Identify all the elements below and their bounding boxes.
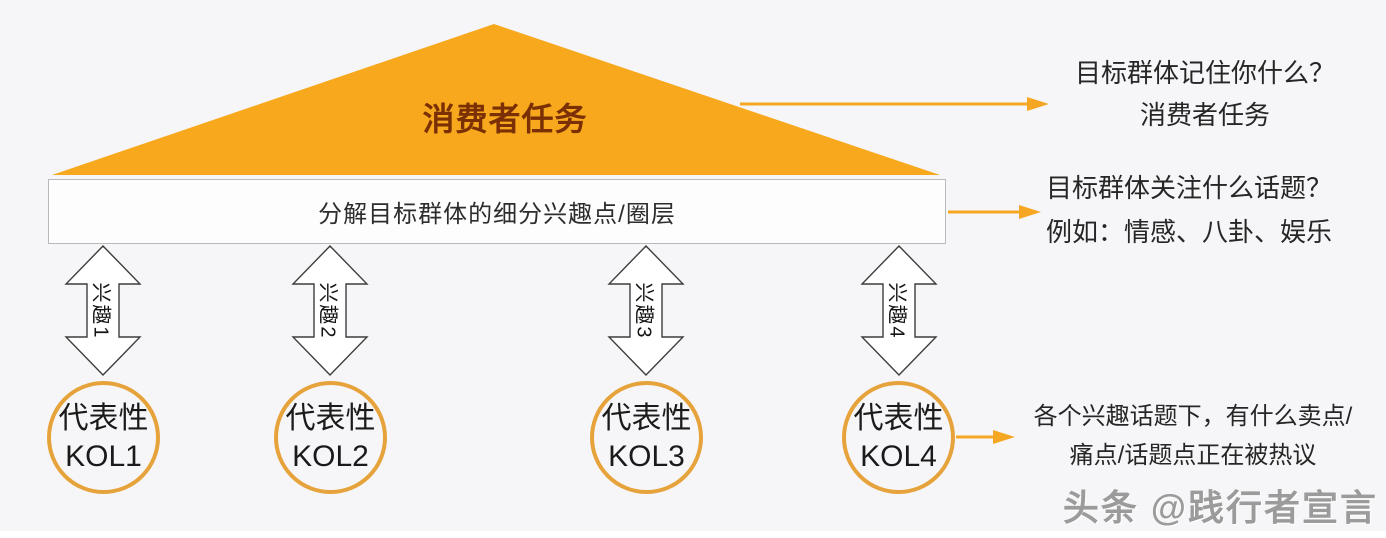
double-arrow-icon	[64, 244, 142, 377]
interest-arrow-4: 兴趣4	[859, 244, 939, 377]
bottom-edge-strip	[0, 531, 1386, 538]
double-arrow-icon	[291, 244, 369, 377]
kol-label-line2: KOL1	[65, 439, 142, 473]
kol-label-line2: KOL4	[860, 439, 937, 473]
kol-label-line1: 代表性	[285, 401, 376, 435]
interest-arrow-label: 兴趣2	[316, 281, 339, 340]
interest-arrow-3: 兴趣3	[606, 244, 686, 377]
kol-label-line2: KOL2	[292, 439, 369, 473]
annotation-consumer-task: 目标群体记住你什么？ 消费者任务	[1040, 52, 1370, 136]
annotation-line: 各个兴趣话题下，有什么卖点/	[1033, 403, 1353, 430]
connector-arrow-kol-icon	[956, 430, 1015, 444]
interest-bar-label: 分解目标群体的细分兴趣点/圈层	[318, 201, 676, 228]
kol-label-line2: KOL3	[608, 439, 685, 473]
kol-label-line1: 代表性	[58, 401, 149, 435]
annotation-line: 痛点/话题点正在被热议	[1069, 442, 1317, 469]
kol-label-line1: 代表性	[601, 401, 692, 435]
connector-arrow-bar-icon	[948, 205, 1041, 219]
kol-circle-1: 代表性 KOL1	[47, 381, 160, 494]
interest-arrow-label: 兴趣1	[89, 281, 112, 340]
interest-arrow-label: 兴趣3	[632, 281, 655, 340]
watermark-toutiao: 头条 @践行者宣言	[1062, 487, 1378, 528]
double-arrow-icon	[860, 244, 938, 377]
kol-circle-3: 代表性 KOL3	[590, 381, 703, 494]
kol-circle-4: 代表性 KOL4	[842, 381, 955, 494]
annotation-topics: 目标群体关注什么话题？ 例如：情感、八卦、娱乐	[1046, 166, 1382, 254]
annotation-line: 目标群体记住你什么？	[1074, 58, 1335, 88]
kol-label-line1: 代表性	[853, 401, 944, 435]
annotation-line: 例如：情感、八卦、娱乐	[1046, 217, 1333, 247]
annotation-selling-points: 各个兴趣话题下，有什么卖点/ 痛点/话题点正在被热议	[1000, 397, 1386, 475]
interest-arrow-2: 兴趣2	[290, 244, 370, 377]
double-arrow-icon	[607, 244, 685, 377]
annotation-line: 目标群体关注什么话题？	[1046, 173, 1333, 203]
interest-bar: 分解目标群体的细分兴趣点/圈层	[48, 179, 946, 244]
pyramid-label: 消费者任务	[422, 101, 588, 137]
interest-arrow-1: 兴趣1	[63, 244, 143, 377]
kol-circle-2: 代表性 KOL2	[274, 381, 387, 494]
interest-arrow-label: 兴趣4	[885, 281, 908, 340]
annotation-line: 消费者任务	[1139, 100, 1270, 130]
pyramid-shape	[52, 24, 940, 175]
connector-arrow-pyramid-icon	[740, 97, 1049, 111]
